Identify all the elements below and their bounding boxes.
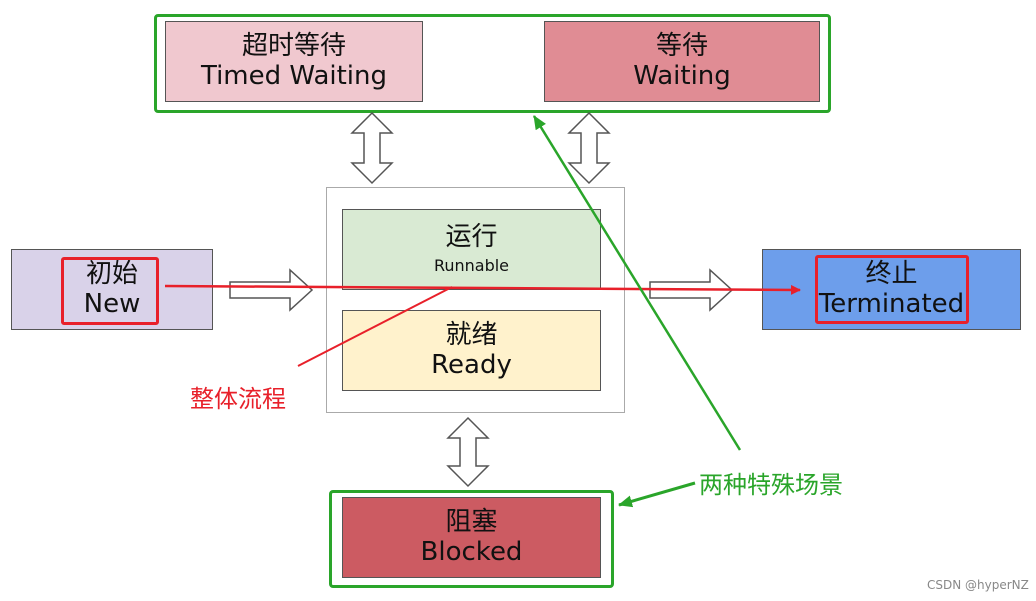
state-timed-waiting: 超时等待 Timed Waiting bbox=[165, 21, 423, 102]
overall-flow-pointer bbox=[297, 286, 453, 367]
waiting-group-frame bbox=[154, 14, 831, 113]
special-cases-label: 两种特殊场景 bbox=[699, 471, 843, 499]
waiting-zh-label: 等待 bbox=[655, 30, 708, 61]
waiting-en-label: Waiting bbox=[633, 60, 731, 91]
double-arrow-waiting bbox=[567, 111, 611, 185]
overall-flow-line bbox=[164, 284, 801, 295]
state-ready: 就绪 Ready bbox=[342, 310, 601, 391]
state-new: 初始 New bbox=[11, 249, 213, 330]
special-cases-pointer-blocked bbox=[618, 481, 696, 508]
watermark: CSDN @hyperNZ bbox=[927, 578, 1029, 592]
special-cases-pointer-waiting bbox=[532, 115, 742, 451]
terminated-highlight-frame bbox=[815, 255, 969, 324]
ready-zh-label: 就绪 bbox=[445, 319, 498, 350]
blocked-en-label: Blocked bbox=[420, 536, 523, 567]
ready-en-label: Ready bbox=[431, 349, 512, 380]
state-terminated: 终止 Terminated bbox=[762, 249, 1021, 330]
runnable-zh-label: 运行 bbox=[445, 222, 498, 253]
new-highlight-frame bbox=[61, 257, 159, 325]
blocked-zh-label: 阻塞 bbox=[445, 506, 498, 537]
overall-flow-label: 整体流程 bbox=[190, 385, 286, 413]
state-blocked: 阻塞 Blocked bbox=[342, 497, 601, 578]
timed-waiting-en-label: Timed Waiting bbox=[201, 60, 387, 91]
terminated-zh-label: 终止 bbox=[865, 258, 918, 289]
state-runnable: 运行 Runnable bbox=[342, 209, 601, 290]
double-arrow-timed-waiting bbox=[350, 111, 394, 185]
double-arrow-blocked bbox=[446, 416, 490, 488]
runnable-en-label: Runnable bbox=[433, 256, 510, 276]
new-en-label: New bbox=[83, 288, 141, 319]
state-waiting: 等待 Waiting bbox=[544, 21, 820, 102]
timed-waiting-zh-label: 超时等待 bbox=[241, 30, 346, 61]
arrow-new-to-runnable bbox=[229, 268, 314, 312]
alive-states-frame bbox=[326, 187, 625, 413]
terminated-en-label: Terminated bbox=[818, 288, 965, 319]
new-zh-label: 初始 bbox=[85, 258, 138, 289]
blocked-group-frame bbox=[329, 490, 614, 588]
